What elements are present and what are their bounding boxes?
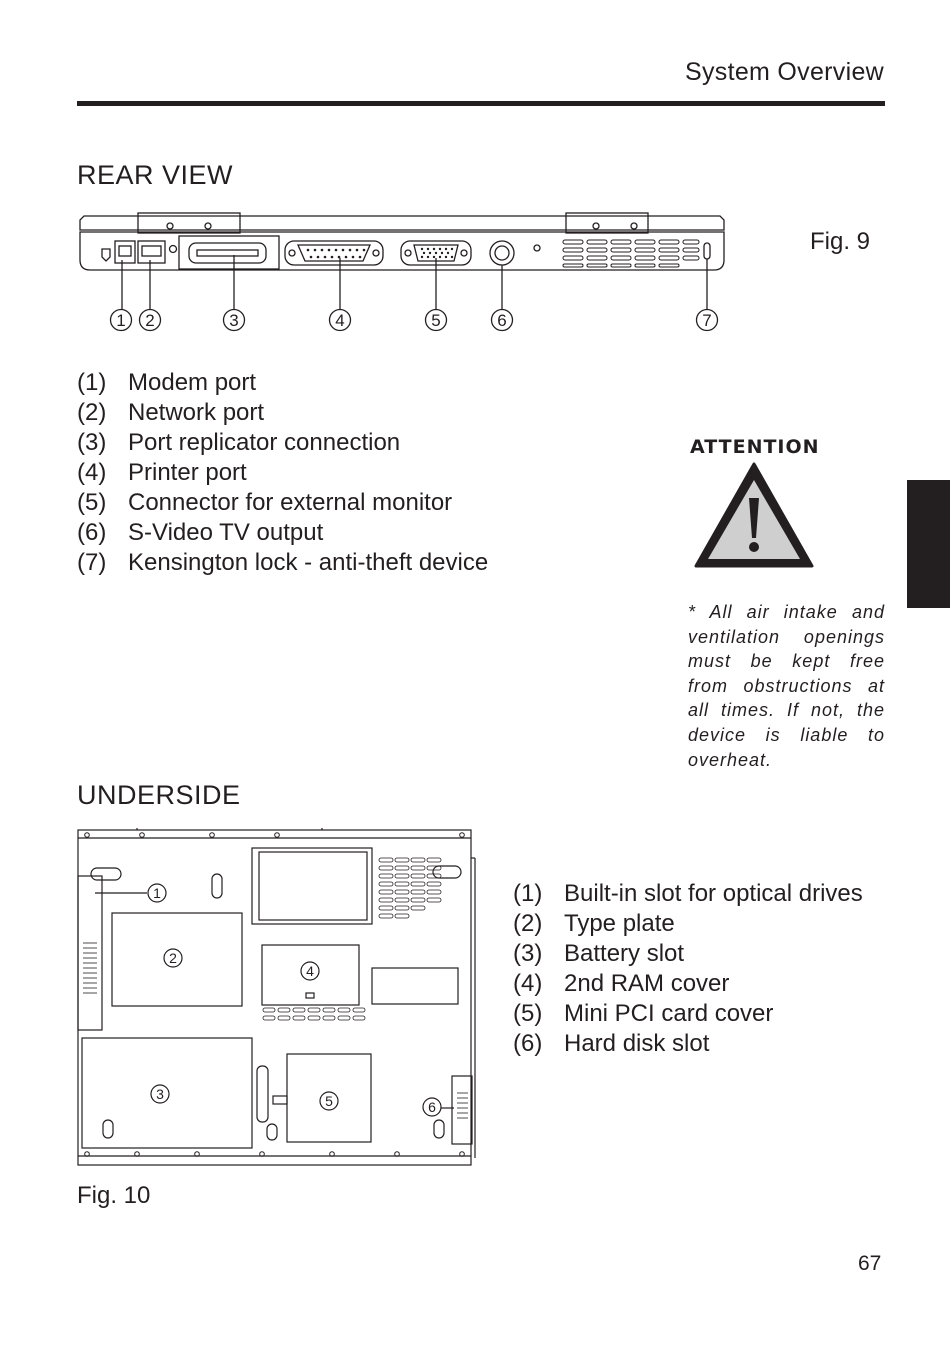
item-text: Port replicator connection [128, 429, 401, 456]
item-number: (6) [77, 519, 107, 546]
item-number: (3) [77, 429, 107, 456]
item-text: Built-in slot for optical drives [564, 880, 863, 907]
rear-callout: 5 [431, 311, 440, 330]
item-text: Battery slot [564, 940, 685, 967]
item-number: (6) [513, 1030, 543, 1057]
fig9-label: Fig. 9 [810, 228, 871, 255]
header-rule [77, 101, 885, 106]
item-number: (4) [77, 459, 107, 486]
item-number: (2) [77, 399, 107, 426]
item-number: (1) [513, 880, 543, 907]
rear-callout: 6 [497, 311, 506, 330]
underside-callout: 1 [153, 885, 161, 901]
underside-callout: 3 [156, 1086, 164, 1102]
item-text: Modem port [128, 369, 257, 396]
warning-triangle-icon [694, 462, 814, 568]
item-text: Mini PCI card cover [564, 1000, 774, 1027]
page-number: 67 [858, 1252, 882, 1275]
item-number: (4) [513, 970, 543, 997]
item-text: 2nd RAM cover [564, 970, 730, 997]
rear-callout: 1 [116, 311, 125, 330]
underside-illustration: 1 2 3 4 5 6 [77, 828, 476, 1166]
item-number: (3) [513, 940, 543, 967]
rear-callout: 7 [702, 311, 711, 330]
item-text: Type plate [564, 910, 675, 937]
item-text: Kensington lock - anti-theft device [128, 549, 489, 576]
item-text: Hard disk slot [564, 1030, 710, 1057]
underside-callout: 5 [325, 1093, 333, 1109]
underside-callout: 2 [169, 950, 177, 966]
underside-callout: 4 [306, 963, 314, 979]
fig10-label: Fig. 10 [77, 1182, 151, 1209]
rear-callout: 3 [229, 311, 238, 330]
item-number: (1) [77, 369, 107, 396]
underside-callout: 6 [428, 1099, 436, 1115]
item-number: (2) [513, 910, 543, 937]
item-number: (7) [77, 549, 107, 576]
rear-callout: 2 [145, 311, 154, 330]
rear-view-heading: REAR VIEW [77, 160, 234, 190]
chapter-tab [907, 480, 950, 608]
running-header: System Overview [685, 58, 884, 86]
attention-note: * All air intake and ventilation opening… [688, 602, 885, 770]
item-text: S-Video TV output [128, 519, 324, 546]
item-text: Network port [128, 399, 265, 426]
rear-view-illustration: 1 2 3 4 5 6 7 [79, 212, 725, 332]
attention-label: ATTENTION [690, 436, 820, 458]
item-text: Printer port [128, 459, 247, 486]
item-number: (5) [77, 489, 107, 516]
underside-heading: UNDERSIDE [77, 780, 241, 810]
item-text: Connector for external monitor [128, 489, 453, 516]
rear-callout: 4 [335, 311, 344, 330]
item-number: (5) [513, 1000, 543, 1027]
